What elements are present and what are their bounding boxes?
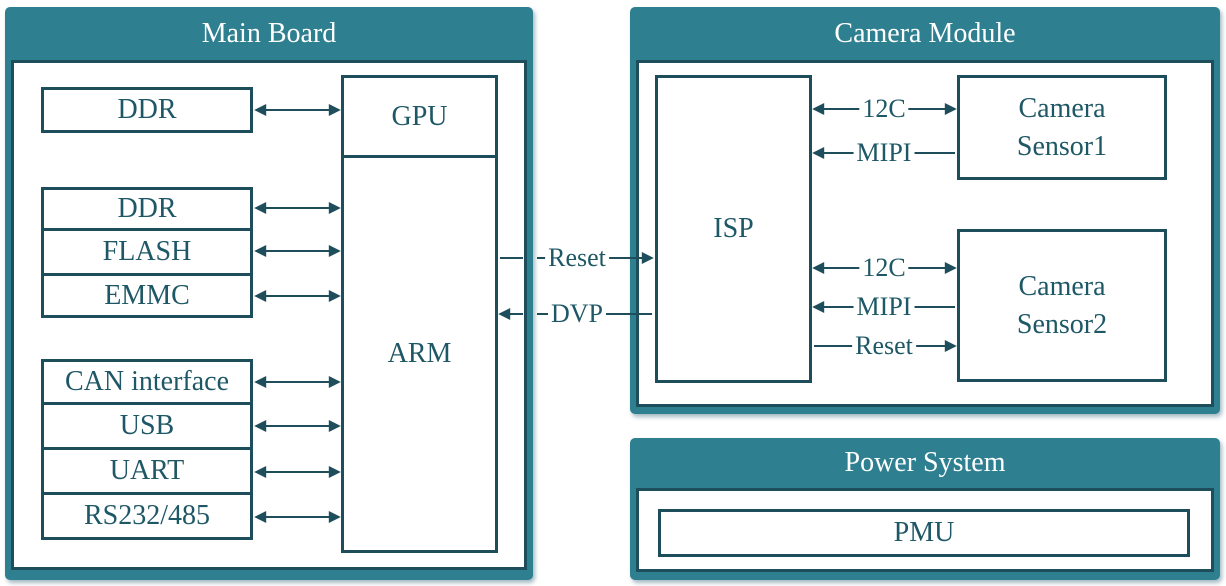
camera-sensor2-line1: Camera (1018, 270, 1106, 302)
block-pmu: PMU (658, 509, 1190, 557)
block-isp: ISP (655, 75, 812, 383)
block-camera-sensor-2: Camera Sensor2 (957, 229, 1167, 382)
block-arm: ARM (341, 155, 498, 553)
connector-label-reset-2: Reset (852, 331, 916, 361)
connector-label-i2c-1: 12C (859, 94, 909, 124)
block-camera-sensor-1: Camera Sensor1 (957, 75, 1167, 180)
block-rs232-485: RS232/485 (41, 492, 253, 540)
block-can-interface: CAN interface (41, 359, 253, 405)
camera-sensor1-line1: Camera (1018, 92, 1106, 124)
main-board-title: Main Board (201, 18, 337, 49)
block-uart: UART (41, 447, 253, 495)
block-emmc: EMMC (41, 273, 253, 318)
connector-label-mipi-1: MIPI (853, 138, 915, 168)
block-flash: FLASH (41, 228, 253, 276)
block-ddr-2: DDR (41, 187, 253, 231)
connector-label-reset-main: Reset (545, 243, 609, 273)
connector-label-mipi-2: MIPI (853, 292, 915, 322)
camera-module-title: Camera Module (834, 18, 1016, 49)
power-system-title: Power System (844, 447, 1006, 478)
connector-label-dvp: DVP (547, 299, 607, 329)
camera-sensor2-line2: Sensor2 (1016, 308, 1108, 340)
camera-sensor1-line2: Sensor1 (1016, 130, 1108, 162)
connector-label-i2c-2: 12C (859, 253, 909, 283)
block-ddr-1: DDR (41, 87, 253, 133)
block-usb: USB (41, 402, 253, 450)
block-gpu: GPU (341, 75, 498, 158)
